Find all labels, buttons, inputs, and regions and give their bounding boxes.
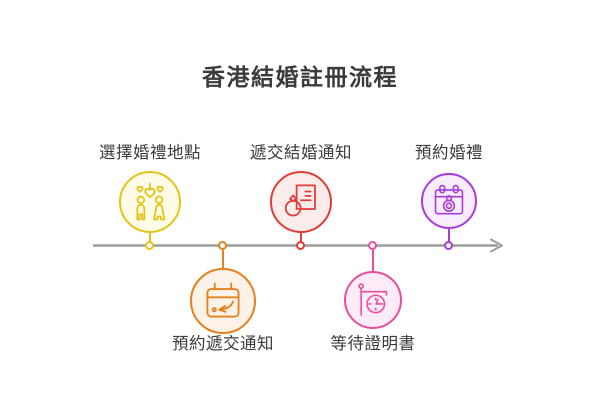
step-label: 等待證明書 xyxy=(330,335,416,353)
step-label: 預約婚禮 xyxy=(415,144,483,162)
timeline-node xyxy=(368,241,377,250)
calendar-ring-icon xyxy=(421,173,477,229)
step-label: 預約遞交通知 xyxy=(172,335,274,353)
step-connector xyxy=(222,250,224,268)
couple-hearts-icon xyxy=(119,171,181,233)
timeline-node xyxy=(444,241,453,250)
arrow-right-icon xyxy=(490,238,503,253)
step-connector xyxy=(372,250,374,271)
timeline-node xyxy=(296,241,305,250)
calendar-select-icon xyxy=(190,268,256,334)
timeline-node xyxy=(218,241,227,250)
step-connector xyxy=(300,233,302,242)
document-ring-icon xyxy=(270,171,332,233)
timeline-node xyxy=(145,241,154,250)
hanging-clock-icon xyxy=(344,271,402,329)
page-title: 香港結婚註冊流程 xyxy=(202,64,398,90)
step-label: 遞交結婚通知 xyxy=(250,144,352,162)
step-connector xyxy=(149,233,151,242)
step-connector xyxy=(448,229,450,242)
step-label: 選擇婚禮地點 xyxy=(99,144,201,162)
timeline-axis xyxy=(93,238,503,253)
